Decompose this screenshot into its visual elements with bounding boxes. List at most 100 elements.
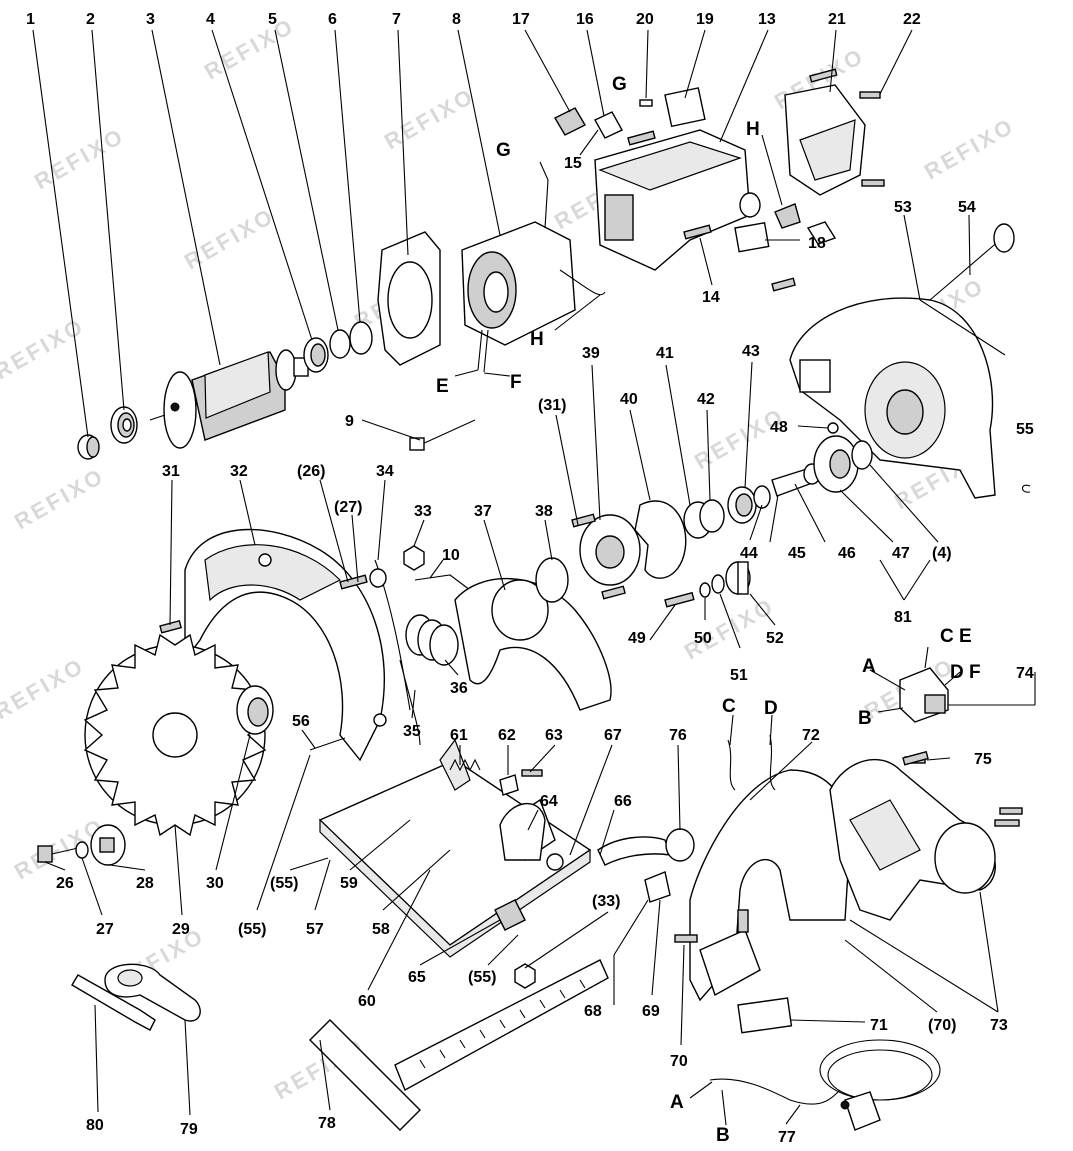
part-label: (55) [270, 875, 298, 892]
part-label: 67 [604, 727, 622, 744]
part-label: 44 [740, 545, 758, 562]
part-label: 66 [614, 793, 632, 810]
part-spring [449, 758, 481, 772]
part-screw [639, 99, 653, 107]
part-label: (33) [592, 893, 620, 910]
wire-letter: A [862, 656, 876, 677]
part-label: 28 [136, 875, 154, 892]
part-label: 41 [656, 345, 674, 362]
watermark-layer: REFIXO REFIXO REFIXO REFIXO REFIXO REFIX… [0, 13, 1019, 1105]
part-label: 37 [474, 503, 492, 520]
part-pin [309, 737, 346, 751]
part-label: 55 [1016, 421, 1034, 438]
part-label: 73 [990, 1017, 1008, 1034]
part-cord-clamp [699, 909, 761, 997]
part-base-shoe [318, 738, 592, 958]
part-label: 5 [268, 11, 277, 28]
part-label: 50 [694, 630, 712, 647]
part-label: 32 [230, 463, 248, 480]
part-label: 15 [564, 155, 582, 172]
part-label: 1 [26, 11, 35, 28]
part-armature [149, 349, 309, 449]
part-label: 16 [576, 11, 594, 28]
part-bushing [77, 434, 100, 460]
part-brush-spring [806, 221, 837, 245]
part-label: 29 [172, 921, 190, 938]
part-bearing [699, 499, 725, 533]
part-cover-plate [664, 87, 706, 128]
leader-lines [32, 29, 1036, 1126]
part-rip-fence [309, 959, 609, 1131]
part-spindle [771, 463, 821, 497]
wire-letter: D F [950, 662, 981, 683]
part-label: 80 [86, 1117, 104, 1134]
part-label: 26 [56, 875, 74, 892]
part-baffle-plate [377, 231, 441, 366]
part-label: 13 [758, 11, 776, 28]
part-label: 33 [414, 503, 432, 520]
part-bearing [735, 493, 753, 517]
part-label: 79 [180, 1121, 198, 1138]
part-label: 19 [696, 11, 714, 28]
part-hex-nut [403, 545, 425, 571]
part-label: 9 [345, 413, 354, 430]
part-label: 34 [376, 463, 394, 480]
part-label: 68 [584, 1003, 602, 1020]
part-long-screw [409, 419, 476, 451]
part-bolt [929, 223, 1015, 301]
watermark: REFIXO [10, 463, 109, 535]
part-lower-blade-guard [454, 577, 612, 711]
part-label: 61 [450, 727, 468, 744]
part-ring [711, 574, 725, 594]
part-ring [753, 485, 771, 509]
part-screw [683, 224, 712, 240]
wire-letter: G [612, 74, 627, 95]
part-cord-plate [737, 997, 793, 1034]
part-hex-nut [514, 963, 536, 989]
wire-connection-letters: G G H H E F C D C E D F A B A B [436, 74, 981, 1146]
parts-artwork [32, 29, 1036, 1131]
watermark: REFIXO [0, 653, 89, 725]
part-wrench [104, 963, 201, 1022]
wire-letter: B [858, 708, 872, 729]
part-label: (27) [334, 499, 362, 516]
part-number-labels: 1 2 3 4 5 6 7 8 17 16 20 19 13 21 22 15 … [26, 11, 1034, 1146]
watermark: REFIXO [30, 123, 129, 195]
part-label: 7 [392, 11, 401, 28]
part-washer [827, 422, 839, 434]
part-label: 59 [340, 875, 358, 892]
part-label: 76 [669, 727, 687, 744]
part-retaining-ring [535, 557, 569, 603]
part-label: (4) [932, 545, 952, 562]
part-label: 18 [808, 235, 826, 252]
part-ball-bearing [110, 406, 138, 444]
part-label: 58 [372, 921, 390, 938]
part-knob [494, 899, 526, 931]
part-label: 27 [96, 921, 114, 938]
part-gasket [634, 500, 687, 579]
part-label: 40 [620, 391, 638, 408]
part-bushing [725, 561, 751, 595]
part-label: 69 [642, 1003, 660, 1020]
part-screw [902, 750, 929, 766]
wire-letter: C E [940, 626, 972, 647]
part-label: 81 [894, 609, 912, 626]
part-screw [664, 591, 695, 608]
part-label: 35 [403, 723, 421, 740]
part-end-cap [784, 68, 885, 196]
part-label: 39 [582, 345, 600, 362]
wire-letter: E [436, 376, 449, 397]
wire-letter: D [764, 698, 778, 719]
part-saw-blade [83, 633, 267, 837]
part-washer [329, 329, 351, 359]
part-label: 78 [318, 1115, 336, 1132]
part-label: 47 [892, 545, 910, 562]
part-gear-hub [571, 513, 641, 600]
part-label: 14 [702, 289, 720, 306]
part-cord-clip [644, 871, 671, 903]
part-label: 30 [206, 875, 224, 892]
part-label: 8 [452, 11, 461, 28]
part-label: 36 [450, 680, 468, 697]
wire-letter: G [496, 140, 511, 161]
